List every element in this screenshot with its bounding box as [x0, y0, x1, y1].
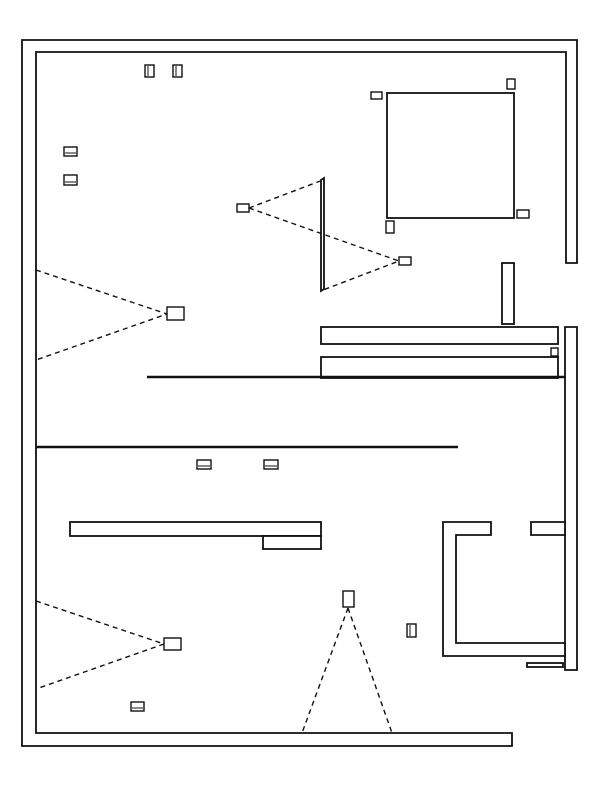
projector-cone-center — [248, 179, 402, 291]
projector-icon — [398, 256, 412, 266]
outer-wall — [21, 39, 578, 747]
speaker-icon — [506, 78, 516, 90]
speaker-icon — [370, 91, 383, 100]
projector-cone-lower-left — [35, 600, 167, 690]
left-shelf — [69, 521, 322, 537]
post — [501, 262, 515, 325]
projector-icon — [342, 590, 355, 608]
projector-cone-bottom — [301, 607, 393, 734]
shelf-step — [262, 535, 322, 550]
projector-icon — [236, 203, 250, 213]
angled-screen — [320, 176, 325, 293]
speaker-icon — [385, 220, 395, 234]
speaker-icon — [196, 459, 212, 470]
speaker-icon — [63, 174, 78, 186]
projector-cone-upper-left — [35, 269, 170, 361]
speaker-icon — [406, 623, 417, 638]
floor-mat — [526, 662, 564, 668]
projector-icon — [166, 306, 185, 321]
projector-icon — [163, 637, 182, 651]
speaker-icon — [172, 64, 183, 78]
bench-lower — [320, 356, 559, 379]
inner-room-wall — [442, 521, 566, 657]
speaker-icon — [516, 209, 530, 219]
bench-upper — [320, 326, 559, 345]
speaker-icon — [130, 701, 145, 712]
speaker-icon — [63, 146, 78, 157]
speaker-icon — [263, 459, 279, 470]
speaker-icon — [144, 64, 155, 78]
square-block — [386, 92, 515, 219]
right-wall-lower — [564, 326, 578, 671]
sensor-icon — [550, 347, 559, 357]
